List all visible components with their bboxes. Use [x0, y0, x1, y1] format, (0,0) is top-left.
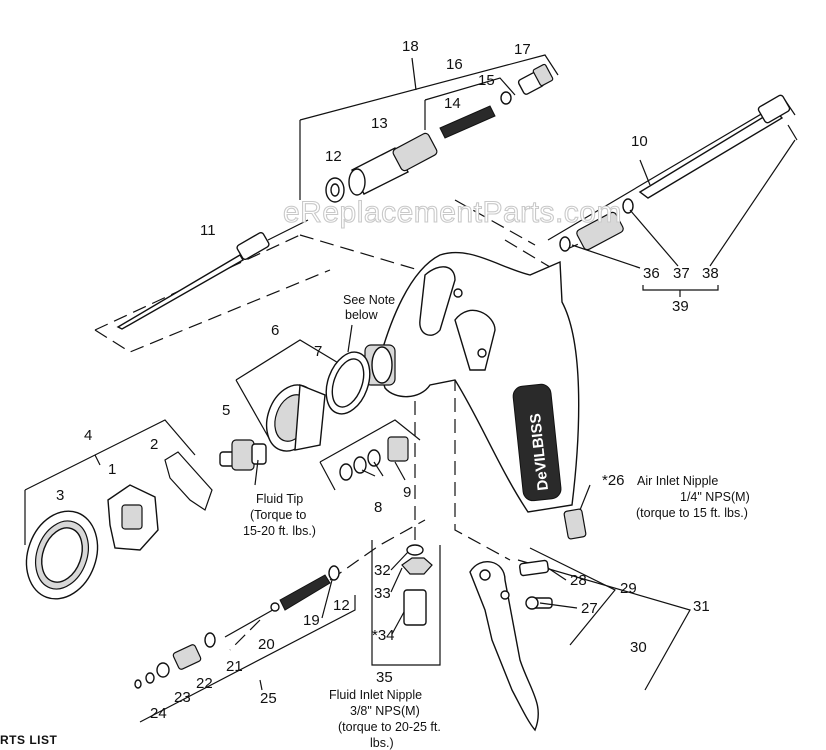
parts-list-heading: RTS LIST — [0, 733, 58, 747]
callout-6: 6 — [271, 322, 279, 339]
callout-31: 31 — [693, 598, 710, 615]
part-32-34-fluid-inlet — [401, 544, 433, 626]
part-9-plug — [387, 436, 409, 462]
callout-1: 1 — [108, 461, 116, 478]
callout-25: 25 — [260, 690, 277, 707]
callout-8: 8 — [374, 499, 382, 516]
callout-numbers: 1 2 3 4 5 6 7 8 9 10 11 12 12 13 14 15 1… — [56, 38, 719, 722]
fluid-inlet-note-line-4: lbs.) — [370, 736, 394, 750]
callout-36: 36 — [643, 265, 660, 282]
part-13-packing-body — [348, 132, 438, 196]
part-15-washer — [500, 91, 512, 105]
callout-29: 29 — [620, 580, 637, 597]
callout-19: 19 — [303, 612, 320, 629]
callout-28: 28 — [570, 572, 587, 589]
air-inlet-note-line-2: 1/4" NPS(M) — [680, 490, 750, 504]
part-7-ring — [325, 351, 371, 415]
part-11-needle — [116, 219, 309, 330]
part-12-washer-lower — [328, 565, 340, 581]
callout-23: 23 — [174, 689, 191, 706]
callout-11: 11 — [200, 222, 216, 239]
callout-38: 38 — [702, 265, 719, 282]
notes: See Note below Fluid Tip (Torque to 15-2… — [243, 293, 750, 750]
see-note-line-1: See Note — [343, 293, 395, 307]
part-30-trigger — [469, 561, 539, 732]
callout-5: 5 — [222, 402, 230, 419]
fluid-inlet-note-line-3: (torque to 20-25 ft. — [338, 720, 441, 734]
callout-4: 4 — [84, 427, 92, 444]
callout-37: 37 — [673, 265, 690, 282]
callout-27: 27 — [581, 600, 598, 617]
callout-9: 9 — [403, 484, 411, 501]
callout-12a: 12 — [325, 148, 342, 165]
part-27-28-screws — [518, 559, 553, 610]
fluid-inlet-note-line-2: 3/8" NPS(M) — [350, 704, 420, 718]
callout-18: 18 — [402, 38, 419, 55]
part-21-valve-housing — [172, 632, 216, 670]
callout-39: 39 — [672, 298, 689, 315]
callout-7: 7 — [314, 343, 322, 360]
part-20-valve-rod — [224, 602, 280, 638]
part-10-needle-valve — [638, 94, 798, 199]
callout-14: 14 — [444, 95, 461, 112]
part-2-clip — [164, 451, 213, 511]
fluid-inlet-note-line-1: Fluid Inlet Nipple — [329, 688, 422, 702]
callout-22: 22 — [196, 675, 213, 692]
fluid-tip-note-line-2: (Torque to — [250, 508, 306, 522]
part-1-air-cap — [107, 484, 159, 551]
callout-17: 17 — [514, 41, 531, 58]
fluid-tip-note-line-3: 15-20 ft. lbs.) — [243, 524, 316, 538]
callout-30: 30 — [630, 639, 647, 656]
callout-21: 21 — [226, 658, 243, 675]
see-note-line-2: below — [345, 308, 379, 322]
part-19-spring — [279, 574, 331, 611]
callout-10: 10 — [631, 133, 648, 150]
callout-34: *34 — [372, 627, 395, 644]
air-inlet-note-line-3: (torque to 15 ft. lbs.) — [636, 506, 748, 520]
part-6-baffle — [265, 383, 326, 452]
callout-26: *26 — [602, 472, 625, 489]
callout-33: 33 — [374, 585, 391, 602]
callout-24: 24 — [150, 705, 167, 722]
group-brackets — [24, 54, 796, 723]
part-36-37-seals — [559, 198, 634, 252]
callout-15: 15 — [478, 72, 495, 89]
part-14-spring — [439, 105, 496, 139]
watermark: eReplacementParts.com — [283, 196, 622, 229]
callout-35: 35 — [376, 669, 393, 686]
part-8-washers — [339, 449, 381, 481]
part-3-retaining-ring — [25, 510, 99, 600]
part-5-fluid-tip — [219, 439, 267, 471]
callout-32: 32 — [374, 562, 391, 579]
part-12-washer — [325, 177, 345, 203]
part-17-adjusting-screw — [517, 63, 554, 95]
callout-20: 20 — [258, 636, 275, 653]
fluid-tip-note-line-1: Fluid Tip — [256, 492, 303, 506]
air-inlet-note-line-1: Air Inlet Nipple — [637, 474, 718, 488]
callout-16: 16 — [446, 56, 463, 73]
callout-3: 3 — [56, 487, 64, 504]
part-26-air-inlet-nipple — [563, 508, 587, 540]
callout-13: 13 — [371, 115, 388, 132]
callout-12b: 12 — [333, 597, 350, 614]
part-22-24-small-washers — [134, 662, 170, 689]
spray-gun-body: DeVILBISS — [364, 251, 580, 513]
callout-2: 2 — [150, 436, 158, 453]
leader-lines — [254, 139, 796, 635]
